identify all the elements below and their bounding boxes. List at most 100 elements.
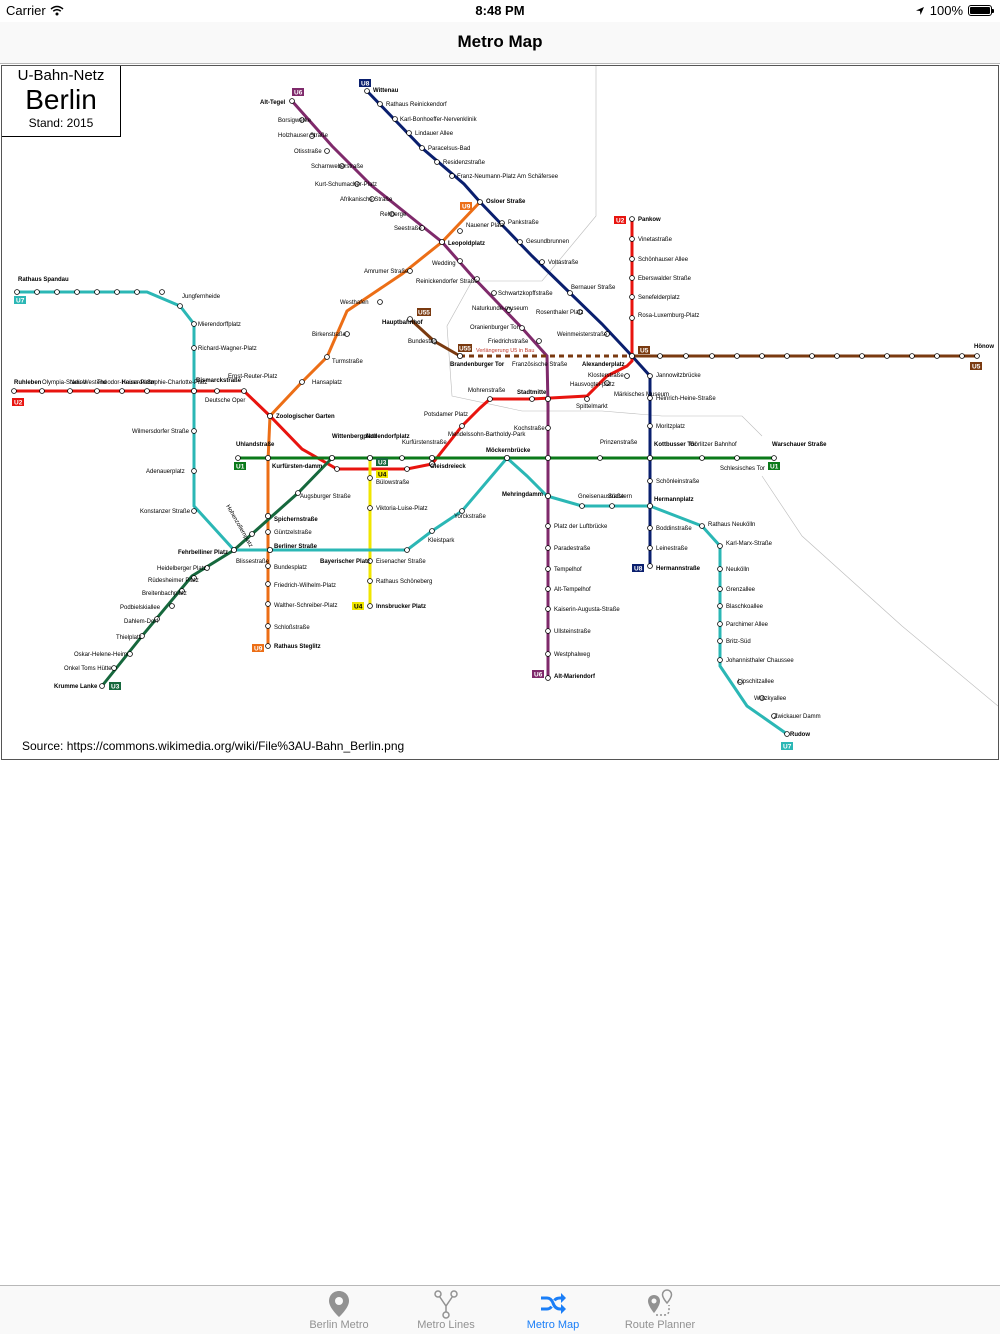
label-eberswalder: Eberswalder Straße <box>638 276 692 282</box>
label-britz-sued: Britz-Süd <box>726 639 751 645</box>
label-hoenow: Hönow <box>974 344 994 350</box>
label-ruedesheimer: Rüdesheimer Platz <box>148 578 199 584</box>
label-extension-note: Verlängerung U5 in Bau <box>476 348 534 354</box>
label-schlossstrasse: Schloßstraße <box>274 625 310 631</box>
wifi-icon <box>50 5 64 16</box>
label-wutzky: Wutzkyallee <box>754 696 787 702</box>
badge-u8-north: U8 <box>361 81 370 88</box>
tab-metro-lines[interactable]: Metro Lines <box>391 1286 501 1335</box>
label-alt-tempelhof: Alt-Tempelhof <box>554 587 591 593</box>
label-innsbrucker: Innsbrucker Platz <box>376 604 426 610</box>
label-karl-marx: Karl-Marx-Straße <box>726 541 773 547</box>
label-kottbusser-tor: Kottbusser Tor <box>654 442 697 448</box>
line-u3 <box>100 456 334 687</box>
label-viktoria-luise: Viktoria-Luise-Platz <box>376 506 428 512</box>
badge-u55: U55 <box>418 310 430 317</box>
label-zoo: Zoologischer Garten <box>276 414 335 420</box>
badge-u8-south: U8 <box>634 566 643 573</box>
label-podbielski: Podbielskiallee <box>120 605 161 611</box>
label-kleistpark: Kleistpark <box>428 538 455 544</box>
label-leinestrasse: Leinestraße <box>656 546 688 552</box>
label-jungfernheide: Jungfernheide <box>182 294 221 300</box>
label-residenzstrasse: Residenzstraße <box>443 160 486 166</box>
shuffle-icon <box>541 1293 566 1314</box>
map-title-stand: Stand: 2015 <box>28 116 94 130</box>
label-lipschitz: Lipschitzallee <box>738 679 775 685</box>
label-neukoelln: Neukölln <box>726 567 749 573</box>
badge-u7-west: U7 <box>16 298 25 305</box>
label-bundesplatz: Bundesplatz <box>274 565 307 571</box>
label-augsburger: Augsburger Straße <box>300 494 351 500</box>
label-rosa-luxemburg: Rosa-Luxemburg-Platz <box>638 313 699 319</box>
badge-u2-east: U2 <box>616 218 625 225</box>
label-leopoldplatz: Leopoldplatz <box>448 241 485 247</box>
label-schoenlein: Schönleinstraße <box>656 479 700 485</box>
label-oranienburger-tor: Oranienburger Tor <box>470 325 519 331</box>
metro-map-image[interactable]: U8 U6 U2 U9 U55 U55 U5 U5 U2 U7 U1 U1 U3… <box>1 65 999 760</box>
label-voltastrasse: Voltastraße <box>548 260 579 266</box>
label-karl-bonhoeffer: Karl-Bonhoeffer-Nervenklinik <box>400 117 478 123</box>
label-westhafen: Westhafen <box>340 300 369 306</box>
label-zwickauer: Zwickauer Damm <box>774 714 821 720</box>
label-thielplatz: Thielplatz <box>116 635 142 641</box>
label-sophie-charlotte: Sophie-Charlotte-Platz <box>147 380 207 386</box>
label-hauptbahnhof: Hauptbahnhof <box>382 320 424 326</box>
label-spittelmarkt: Spittelmarkt <box>576 404 608 410</box>
tab-metro-map[interactable]: Metro Map <box>498 1286 608 1335</box>
label-bayerischer: Bayerischer Platz <box>320 559 370 565</box>
label-breitenbach: Breitenbachplatz <box>142 591 187 597</box>
map-title-city: Berlin <box>25 84 97 115</box>
label-platz-luftbruecke: Platz der Luftbrücke <box>554 524 608 530</box>
label-rosenthaler: Rosenthaler Platz <box>536 310 583 316</box>
label-alt-mariendorf: Alt-Mariendorf <box>554 674 596 680</box>
label-berliner: Berliner Straße <box>274 544 318 550</box>
label-bundestag: Bundestag <box>408 339 437 345</box>
label-spichern: Spichernstraße <box>274 517 318 523</box>
label-scharnweber: Scharnweberstraße <box>311 164 364 170</box>
map-pin-icon <box>329 1291 349 1317</box>
status-right: 100% <box>915 3 994 18</box>
label-neu-westend: Neu-Westend <box>70 380 107 386</box>
label-westphalweg: Westphalweg <box>554 652 590 658</box>
label-vinetastrasse: Vinetastraße <box>638 237 673 243</box>
label-bernauer: Bernauer Straße <box>571 285 616 291</box>
line-u7 <box>17 290 788 736</box>
label-potsdamer: Potsdamer Platz <box>424 412 468 418</box>
label-rathaus-schoeneberg: Rathaus Schöneberg <box>376 579 432 585</box>
route-pins-icon <box>648 1289 673 1316</box>
label-moritzplatz: Moritzplatz <box>656 424 685 430</box>
label-rehberge: Rehberge <box>380 212 407 218</box>
label-warschauer: Warschauer Straße <box>772 442 827 448</box>
label-heidelberger: Heidelberger Platz <box>157 566 206 572</box>
navigation-bar: Metro Map <box>0 22 1000 64</box>
label-senefelder: Senefelderplatz <box>638 295 680 301</box>
label-weinmeister: Weinmeisterstraße <box>557 332 608 338</box>
label-grenzallee: Grenzallee <box>726 587 756 593</box>
label-alt-tegel: Alt-Tegel <box>260 100 286 106</box>
label-friedrichstrasse: Friedrichstraße <box>488 339 529 345</box>
label-wittenau: Wittenau <box>373 88 399 94</box>
label-suedstern: Südstern <box>608 494 632 500</box>
label-rathaus-steglitz: Rathaus Steglitz <box>274 644 321 650</box>
label-birkenstrasse: Birkenstraße <box>312 332 347 338</box>
metro-map-canvas: U8 U6 U2 U9 U55 U55 U5 U5 U2 U7 U1 U1 U3… <box>11 66 998 751</box>
label-nollendorfplatz: Nollendorfplatz <box>366 434 410 440</box>
map-source-text: Source: https://commons.wikimedia.org/wi… <box>22 739 405 753</box>
label-stadtmitte: Stadtmitte <box>517 390 547 396</box>
label-guentzel: Güntzelstraße <box>274 530 312 536</box>
tab-berlin-metro[interactable]: Berlin Metro <box>284 1286 394 1335</box>
badge-u1-east: U1 <box>770 464 779 471</box>
badge-u6-north: U6 <box>294 90 303 97</box>
tab-route-planner[interactable]: Route Planner <box>605 1286 715 1335</box>
label-oskar-helene: Oskar-Helene-Heim <box>74 652 127 658</box>
label-deutsche-oper: Deutsche Oper <box>205 398 245 404</box>
label-hausvogtei: Hausvogtei-platz <box>570 382 615 388</box>
label-franz-neumann: Franz-Neumann-Platz Am Schäfersee <box>457 174 559 180</box>
tab-bar: Berlin Metro Metro Lines Metro Map Route… <box>0 1285 1000 1334</box>
label-paracelsus-bad: Paracelsus-Bad <box>428 146 470 152</box>
label-onkel-toms: Onkel Toms Hütte <box>64 666 112 672</box>
label-yorckstrasse: Yorckstraße <box>454 514 486 520</box>
label-konstanzer: Konstanzer Straße <box>140 509 191 515</box>
badge-u2-west: U2 <box>14 400 23 407</box>
label-schlesisches-tor: Schlesisches Tor <box>720 466 765 472</box>
